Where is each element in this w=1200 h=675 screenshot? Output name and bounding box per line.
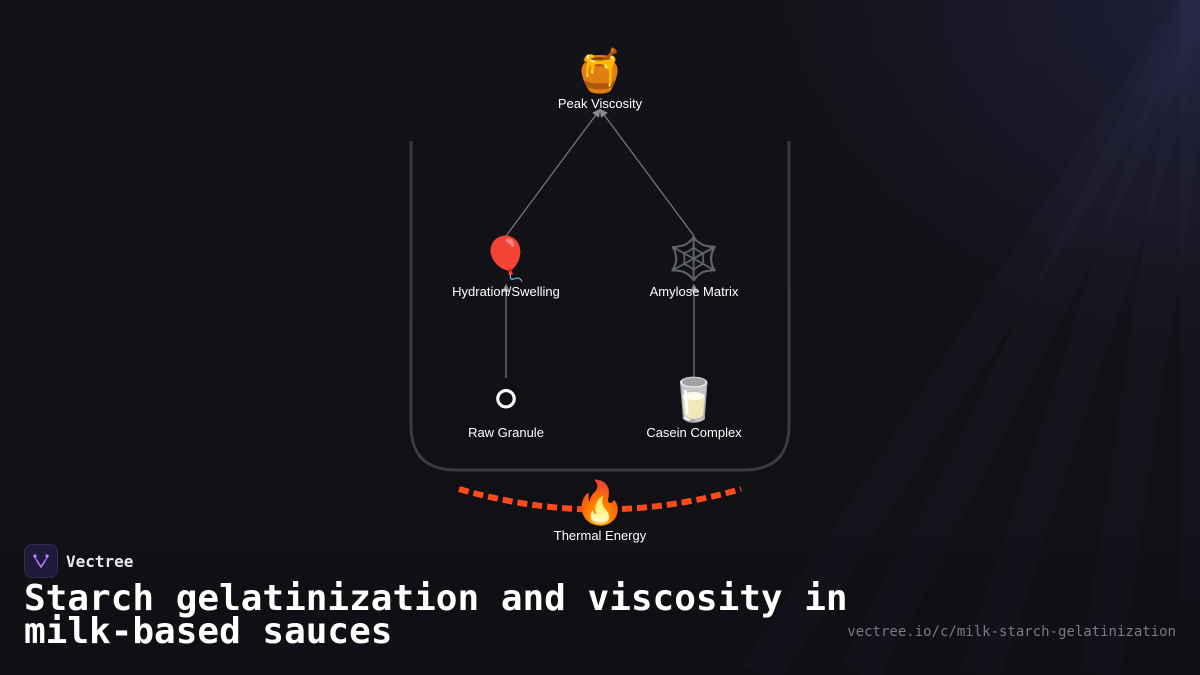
node-label: Hydration/Swelling [452,284,560,299]
node-thermal-energy: 🔥 Thermal Energy [553,478,647,544]
node-label: Casein Complex [646,425,742,440]
node-casein-complex: 🥛 Casein Complex [646,375,742,441]
spider-web-icon: 🕸️ [667,234,721,283]
vectree-logo-icon [24,544,58,578]
honey-pot-icon: 🍯 [573,46,627,95]
node-label: Thermal Energy [553,528,647,543]
node-hydration-swelling: 🎈 Hydration/Swelling [452,234,560,300]
edge-hydration-to-peak [505,108,601,237]
pot-outline [409,141,791,472]
node-amylose-matrix: 🕸️ Amylose Matrix [649,234,739,300]
edge-amylose-to-peak [599,108,695,237]
heat-arc [458,486,742,513]
node-label: Peak Viscosity [557,96,643,111]
brand[interactable]: Vectree [24,544,133,578]
node-label: Amylose Matrix [649,284,739,299]
brand-name: Vectree [66,551,134,571]
page-title: Starch gelatinization and viscosity in m… [24,578,848,652]
source-url[interactable]: vectree.io/c/milk-starch-gelatinization [847,624,1176,640]
node-label: Raw Granule [468,425,544,440]
milk-glass-icon: 🥛 [667,375,721,424]
balloon-icon: 🎈 [479,234,533,283]
node-peak-viscosity: 🍯 Peak Viscosity [557,46,643,112]
fire-icon: 🔥 [573,478,627,527]
node-raw-granule: ⚪ Raw Granule [468,375,544,441]
white-circle-icon: ⚪ [488,375,524,424]
